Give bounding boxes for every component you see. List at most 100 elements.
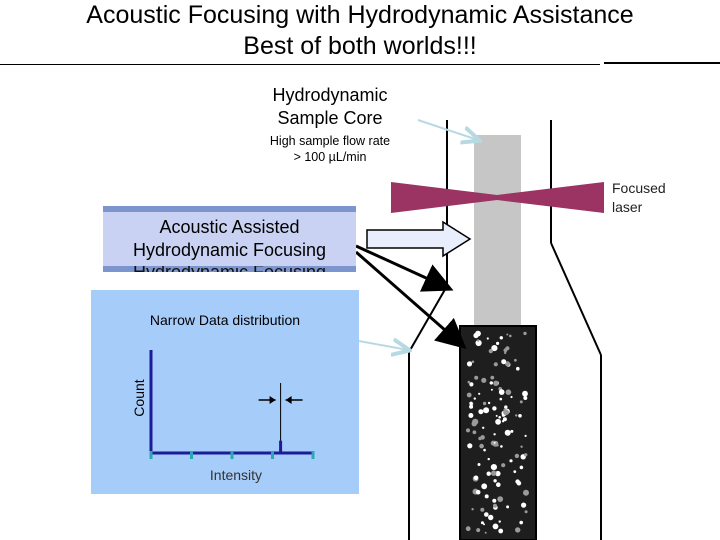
- particle: [496, 341, 500, 345]
- particle: [492, 523, 499, 530]
- particle: [520, 445, 523, 448]
- particle: [482, 426, 485, 429]
- aahf-label-line-1: Acoustic Assisted: [159, 217, 300, 237]
- laser-label: Focused laser: [612, 179, 692, 217]
- particle: [523, 489, 529, 496]
- particle: [506, 505, 510, 509]
- particle: [466, 428, 470, 433]
- sample-core-micrograph: [460, 326, 536, 540]
- particle: [499, 397, 503, 401]
- particle: [493, 362, 498, 367]
- particle: [465, 526, 471, 532]
- particle: [519, 520, 523, 525]
- particle: [471, 421, 477, 427]
- capillary-wall-right-lower: [550, 242, 602, 356]
- particle: [495, 470, 501, 477]
- particle: [490, 375, 495, 380]
- particle: [490, 388, 493, 391]
- particle: [482, 401, 487, 406]
- particle: [492, 406, 497, 411]
- particle: [487, 401, 491, 405]
- aahf-label-text: Acoustic Assisted Hydrodynamic Focusing: [103, 216, 356, 262]
- title-divider: [0, 64, 600, 65]
- aahf-label-line-2: Hydrodynamic Focusing: [132, 240, 327, 260]
- particle: [492, 498, 497, 503]
- particle: [504, 405, 508, 409]
- particle: [516, 366, 520, 371]
- title-divider-accent: [604, 62, 720, 64]
- particle: [466, 361, 473, 367]
- particle: [513, 470, 517, 473]
- particle: [493, 503, 497, 508]
- particle: [497, 496, 504, 502]
- particle: [479, 443, 484, 449]
- laser-label-line-2: laser: [612, 199, 643, 215]
- chart-title: Narrow Data distribution: [149, 312, 301, 328]
- particle: [473, 332, 479, 339]
- distribution-chart-panel: Narrow Data distribution Count Intensity: [91, 290, 359, 494]
- particle: [495, 418, 501, 425]
- particle: [504, 429, 511, 436]
- particle: [510, 429, 514, 433]
- particle: [467, 380, 471, 384]
- particle: [489, 381, 493, 385]
- particle: [490, 464, 497, 471]
- particle: [480, 521, 484, 525]
- title-line-2: Best of both worlds!!!: [243, 32, 477, 60]
- particle: [475, 489, 481, 495]
- slide-title: Acoustic Focusing with Hydrodynamic Assi…: [0, 0, 720, 62]
- particle: [498, 389, 505, 395]
- sample-core-label-line-2: Sample Core: [277, 108, 383, 128]
- particle: [498, 520, 501, 523]
- flow-rate-label: High sample flow rate > 100 µL/min: [240, 133, 420, 165]
- flow-rate-label-line-1: High sample flow rate: [269, 134, 391, 148]
- particle: [471, 360, 475, 364]
- capillary-wall-left-lower: [408, 285, 448, 353]
- particle: [493, 380, 499, 386]
- particle: [498, 528, 504, 534]
- particle: [521, 502, 527, 508]
- chart-width-arrowhead-left: [269, 396, 276, 404]
- particle: [515, 414, 518, 417]
- particle: [481, 377, 487, 383]
- sample-core-label: Hydrodynamic Sample Core: [250, 84, 410, 130]
- particle: [514, 453, 520, 459]
- particle: [506, 333, 509, 336]
- particle: [509, 334, 512, 338]
- particle: [491, 345, 498, 352]
- particle-cluster: [465, 330, 529, 534]
- particle: [503, 409, 509, 416]
- particle: [491, 470, 497, 476]
- chart-pointer-arrow: [358, 341, 408, 350]
- particle: [473, 475, 479, 481]
- particle: [524, 453, 528, 457]
- particle: [505, 361, 510, 367]
- chart-peak-bar: [279, 440, 283, 453]
- particle: [524, 510, 528, 514]
- particle: [519, 400, 523, 404]
- sample-core-stream: [474, 135, 521, 333]
- title-line-1: Acoustic Focusing with Hydrodynamic Assi…: [86, 1, 634, 29]
- pointer-arrow-to-core: [355, 250, 467, 349]
- particle: [473, 397, 476, 400]
- distribution-chart: [149, 350, 315, 459]
- particle: [516, 480, 522, 486]
- particle: [499, 336, 503, 340]
- particle: [493, 479, 497, 483]
- particle: [504, 351, 507, 355]
- particle: [466, 392, 472, 398]
- particle: [484, 512, 489, 517]
- particle: [498, 416, 502, 419]
- core-pointer-arrow: [417, 119, 478, 140]
- particle: [509, 459, 513, 463]
- laser-label-line-1: Focused: [612, 180, 666, 196]
- particle: [469, 401, 473, 406]
- particle: [493, 441, 496, 444]
- block-arrow: [366, 220, 472, 258]
- flow-rate-label-line-2: > 100 µL/min: [293, 150, 367, 164]
- particle: [483, 523, 485, 526]
- particle: [524, 434, 527, 437]
- particle: [478, 409, 484, 415]
- particle: [476, 528, 481, 533]
- chart-x-axis-label: Intensity: [209, 467, 263, 483]
